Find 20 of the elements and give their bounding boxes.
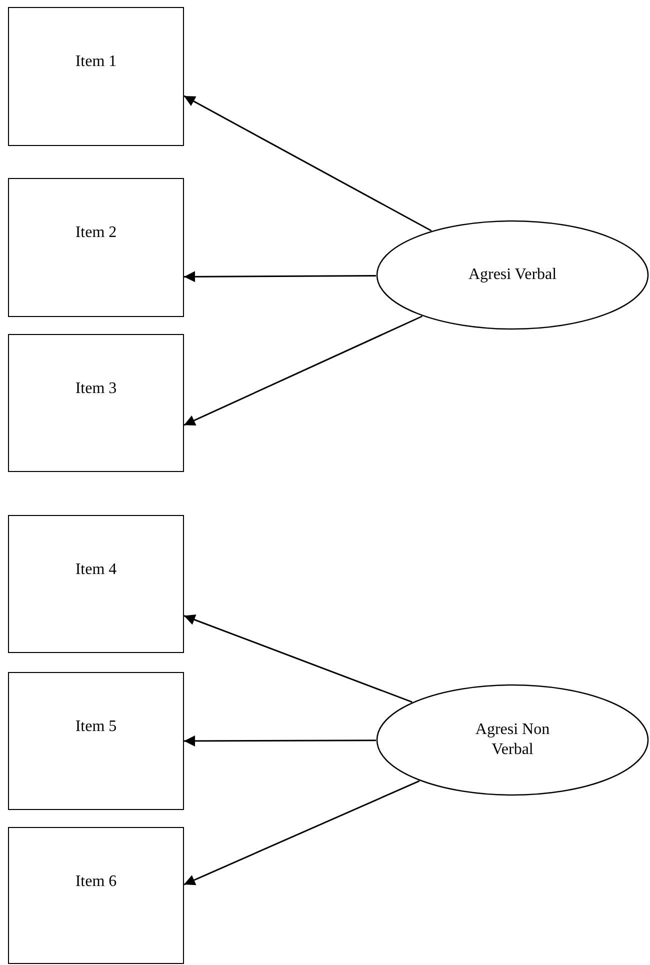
indicator-box	[8, 672, 184, 810]
node-label: Item 6	[75, 872, 117, 892]
arrow	[184, 95, 432, 232]
indicator-box	[8, 7, 184, 146]
indicator-box	[8, 827, 184, 964]
indicator-box	[8, 334, 184, 472]
indicator-box	[8, 515, 184, 653]
arrow	[184, 735, 376, 746]
node-label: Agresi Non Verbal	[474, 720, 551, 760]
arrow	[184, 780, 420, 886]
arrow	[184, 271, 376, 282]
indicator-box	[8, 178, 184, 317]
node-label: Item 4	[75, 560, 117, 580]
node-label: Item 5	[75, 717, 117, 737]
node-label: Agresi Verbal	[468, 265, 557, 285]
arrow	[184, 316, 423, 426]
node-label: Item 1	[75, 52, 117, 72]
node-label: Item 2	[75, 223, 117, 243]
node-label: Item 3	[75, 379, 117, 399]
arrow	[184, 614, 412, 703]
